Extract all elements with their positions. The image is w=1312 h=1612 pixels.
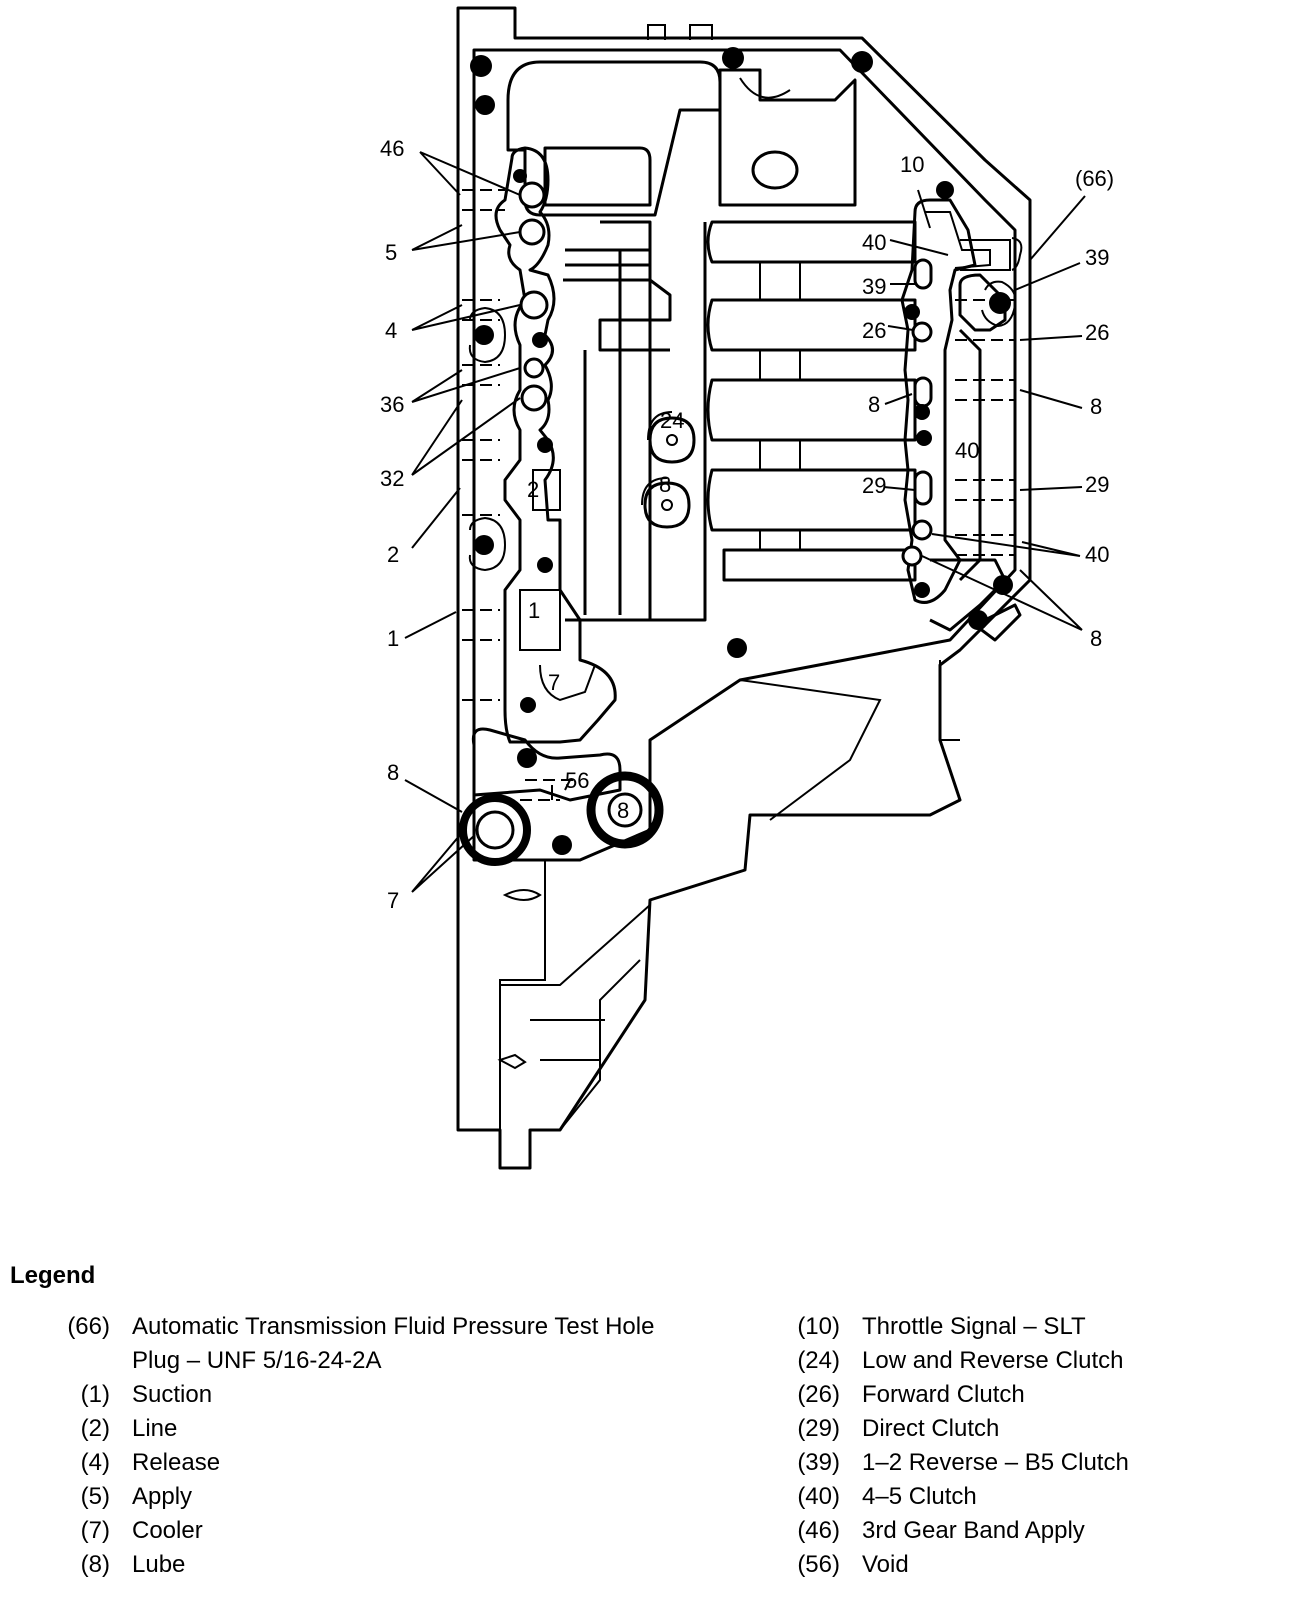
- legend-item: (26) Forward Clutch: [786, 1378, 1286, 1412]
- valve-chain-left: [494, 146, 617, 744]
- label-10: 10: [900, 152, 924, 177]
- label-2: 2: [387, 542, 399, 567]
- legend-code: (8): [80, 1551, 110, 1578]
- label-66: (66): [1075, 166, 1114, 191]
- legend-item: (5) Apply: [56, 1480, 756, 1514]
- label-4: 4: [385, 318, 397, 343]
- label-26-a: 26: [862, 318, 886, 343]
- legend-code: (56): [797, 1551, 840, 1578]
- lower-region: [459, 727, 664, 1070]
- valve-body-diagram: 46 5 4 36 32 2 1 8 7 56 8 24 8 2 1 7 10 …: [380, 6, 1114, 1170]
- legend-desc: 3rd Gear Band Apply: [862, 1517, 1085, 1544]
- legend-desc: Automatic Transmission Fluid Pressure Te…: [132, 1313, 655, 1374]
- legend-code: (46): [797, 1517, 840, 1544]
- label-40-mid: 40: [955, 438, 979, 463]
- legend-desc: Suction: [132, 1381, 213, 1408]
- legend-item: (24) Low and Reverse Clutch: [786, 1344, 1286, 1378]
- label-5: 5: [385, 240, 397, 265]
- label-46: 46: [380, 136, 404, 161]
- label-8-right-2: 8: [1090, 626, 1102, 651]
- legend-item: (56) Void: [786, 1548, 1286, 1582]
- legend-code: (10): [797, 1313, 840, 1340]
- legend-right-column: (10) Throttle Signal – SLT (24) Low and Re…: [786, 1310, 1286, 1582]
- legend-code: (4): [80, 1449, 110, 1476]
- legend-code: (39): [797, 1449, 840, 1476]
- label-32: 32: [380, 466, 404, 491]
- legend-desc: 1–2 Reverse – B5 Clutch: [862, 1449, 1129, 1476]
- legend-item: (7) Cooler: [56, 1514, 756, 1548]
- label-26-right: 26: [1085, 320, 1109, 345]
- label-7-inner: 7: [548, 670, 560, 695]
- legend-item: (1) Suction: [56, 1378, 756, 1412]
- leader-lines: [404, 151, 1086, 893]
- label-7-left: 7: [387, 888, 399, 913]
- legend-desc: Cooler: [132, 1517, 203, 1544]
- legend-item: (66) Automatic Transmission Fluid Pressur…: [56, 1310, 756, 1378]
- label-39-a: 39: [862, 274, 886, 299]
- label-29-a: 29: [862, 473, 886, 498]
- label-39-right: 39: [1085, 245, 1109, 270]
- label-36: 36: [380, 392, 404, 417]
- label-8-left: 8: [387, 760, 399, 785]
- label-8-inner: 8: [659, 472, 671, 497]
- legend-desc: Direct Clutch: [862, 1415, 1000, 1442]
- center-ports: [641, 411, 696, 529]
- legend-desc: Release: [132, 1449, 221, 1476]
- legend-item: (39) 1–2 Reverse – B5 Clutch: [786, 1446, 1286, 1480]
- legend-item: (4) Release: [56, 1446, 756, 1480]
- legend-desc: Void: [862, 1551, 909, 1578]
- legend-code: (7): [80, 1517, 110, 1544]
- label-8-a: 8: [868, 392, 880, 417]
- label-1: 1: [387, 626, 399, 651]
- legend-title: Legend: [10, 1262, 96, 1289]
- legend-desc: Apply: [132, 1483, 193, 1510]
- label-29-right: 29: [1085, 472, 1109, 497]
- legend-desc: Lube: [132, 1551, 186, 1578]
- legend-code: (66): [67, 1313, 110, 1340]
- legend-code: (29): [797, 1415, 840, 1442]
- legend-code: (26): [797, 1381, 840, 1408]
- legend-desc: 4–5 Clutch: [862, 1483, 977, 1510]
- valve-chain-right: [900, 181, 1023, 642]
- legend-item: (29) Direct Clutch: [786, 1412, 1286, 1446]
- legend-item: (10) Throttle Signal – SLT: [786, 1310, 1286, 1344]
- case-outline: [456, 6, 1032, 1170]
- legend-desc: Low and Reverse Clutch: [862, 1347, 1124, 1374]
- legend-desc: Line: [132, 1415, 178, 1442]
- legend-item: (2) Line: [56, 1412, 756, 1446]
- legend-code: (24): [797, 1347, 840, 1374]
- legend-desc: Forward Clutch: [862, 1381, 1025, 1408]
- label-8-port: 8: [617, 798, 629, 823]
- legend-code: (5): [80, 1483, 110, 1510]
- label-56: 56: [565, 768, 589, 793]
- legend-item: (8) Lube: [56, 1548, 756, 1582]
- legend-code: (2): [80, 1415, 110, 1442]
- legend-item: (40) 4–5 Clutch: [786, 1480, 1286, 1514]
- legend-desc: Throttle Signal – SLT: [862, 1313, 1086, 1340]
- label-40-right: 40: [1085, 542, 1109, 567]
- legend-code: (40): [797, 1483, 840, 1510]
- legend-code: (1): [80, 1381, 110, 1408]
- legend-item: (46) 3rd Gear Band Apply: [786, 1514, 1286, 1548]
- passages-upper: [506, 60, 917, 622]
- label-40-a: 40: [862, 230, 886, 255]
- legend-left-column: (66) Automatic Transmission Fluid Pressur…: [56, 1310, 756, 1582]
- dashed-lines: [462, 189, 1015, 801]
- label-24-inner: 24: [660, 408, 684, 433]
- callout-labels: 46 5 4 36 32 2 1 8 7 56 8 24 8 2 1 7 10 …: [380, 136, 1114, 913]
- label-8-right: 8: [1090, 394, 1102, 419]
- bolt-holes: [468, 47, 1017, 855]
- label-2-inner: 2: [527, 477, 539, 502]
- label-1-inner: 1: [528, 598, 540, 623]
